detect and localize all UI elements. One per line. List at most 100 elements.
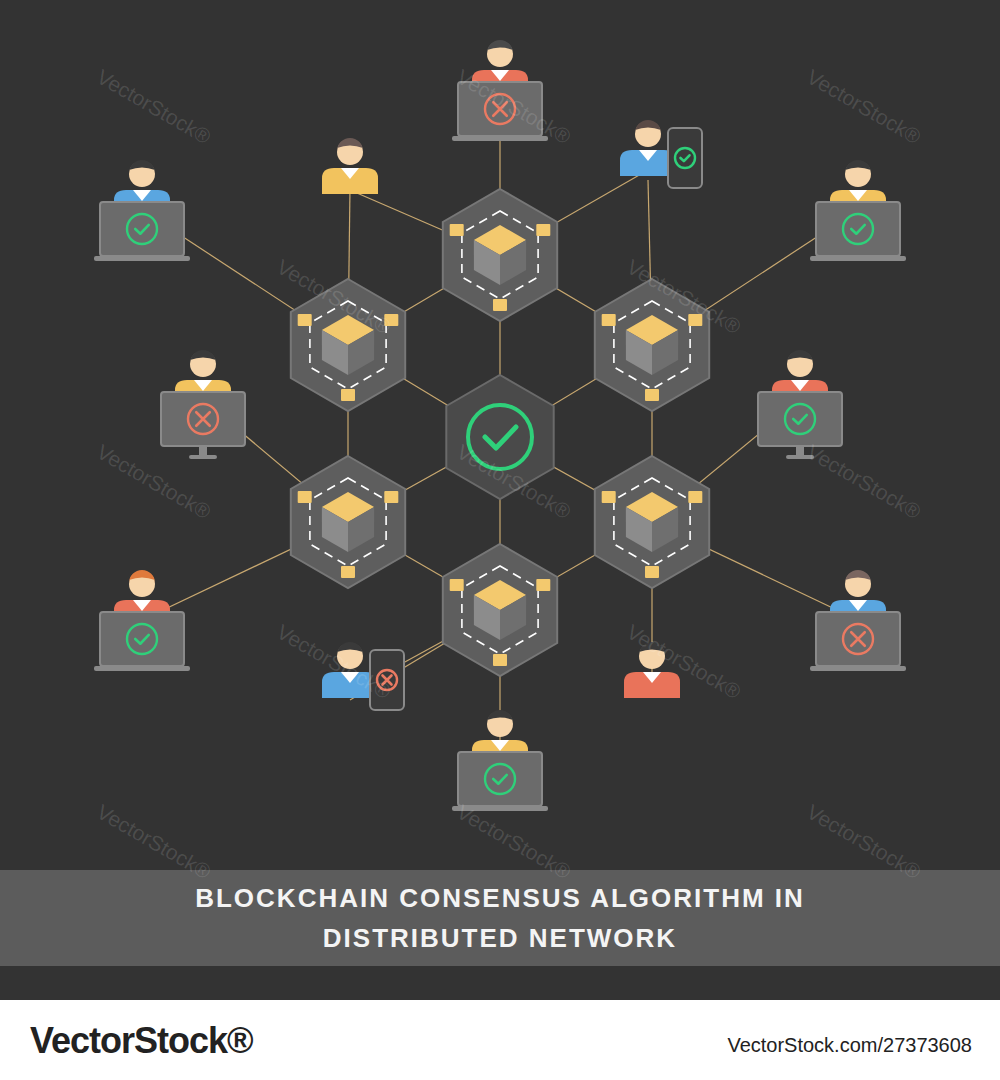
user-head	[129, 571, 155, 597]
monitor-foot	[189, 455, 217, 459]
user-figure	[810, 160, 906, 261]
user-figure	[94, 160, 190, 261]
user-hair	[129, 160, 155, 173]
check-mark	[851, 225, 865, 234]
cube-right	[348, 330, 374, 375]
check-mark	[793, 415, 807, 424]
check-mark	[493, 775, 507, 784]
user-collar	[194, 380, 212, 391]
monitor-stand	[796, 446, 804, 456]
laptop-base	[94, 666, 190, 671]
user-head	[787, 351, 813, 377]
user-hair	[635, 120, 661, 133]
cube-right	[500, 595, 526, 640]
caption-title: BLOCKCHAIN CONSENSUS ALGORITHM IN DISTRI…	[175, 878, 825, 958]
network-lines	[142, 90, 858, 760]
check-mark	[135, 635, 149, 644]
dashed-outline	[614, 478, 690, 566]
cross-circle	[843, 624, 873, 654]
user-collar	[849, 600, 867, 611]
cube-piece	[536, 579, 550, 591]
user-collar	[341, 168, 359, 179]
phone	[668, 128, 702, 188]
user-collar	[133, 600, 151, 611]
dashed-outline	[614, 301, 690, 389]
cube-piece	[493, 299, 507, 311]
image-id: VectorStock.com/27373608	[727, 1034, 972, 1057]
user-hair	[337, 138, 363, 151]
user-hair	[487, 710, 513, 723]
laptop-base	[810, 666, 906, 671]
laptop-base	[94, 256, 190, 261]
cube-piece	[602, 314, 616, 326]
cube-left	[322, 330, 348, 375]
monitor-screen	[161, 392, 245, 446]
cube-piece	[493, 654, 507, 666]
watermark: VectorStock®	[93, 440, 215, 525]
block-hexagon	[291, 456, 405, 588]
user-collar	[643, 672, 661, 683]
check-circle	[843, 214, 873, 244]
cube-piece	[384, 491, 398, 503]
block-cube	[443, 189, 557, 321]
check-mark	[135, 225, 149, 234]
laptop-screen	[100, 202, 184, 256]
check-circle	[485, 764, 515, 794]
dashed-outline	[310, 478, 386, 566]
check-circle	[127, 214, 157, 244]
cross-mark	[196, 412, 210, 426]
laptop-screen	[458, 752, 542, 806]
watermark: VectorStock®	[93, 65, 215, 150]
laptop-base	[452, 136, 548, 141]
laptop-screen	[100, 612, 184, 666]
user-hair	[845, 570, 871, 583]
check-circle	[675, 148, 695, 168]
user-figure	[620, 120, 702, 188]
cube-left	[626, 330, 652, 375]
user-collar	[133, 190, 151, 201]
laptop-screen	[816, 202, 900, 256]
user-hair	[190, 350, 216, 363]
cube-piece	[602, 491, 616, 503]
user-hair	[129, 570, 155, 583]
user-collar	[491, 70, 509, 81]
cube-piece	[450, 579, 464, 591]
laptop-base	[810, 256, 906, 261]
dashed-outline	[462, 211, 538, 299]
cube-left	[626, 507, 652, 552]
user-head	[190, 351, 216, 377]
watermark: VectorStock®	[803, 65, 925, 150]
block-hexagon	[443, 544, 557, 676]
block-hexagon	[443, 189, 557, 321]
check-mark	[485, 427, 516, 448]
cube-right	[500, 240, 526, 285]
cube-right	[652, 330, 678, 375]
user-head	[845, 161, 871, 187]
user-collar	[849, 190, 867, 201]
cube-right	[652, 507, 678, 552]
cube-right	[348, 507, 374, 552]
block-hexagon	[595, 456, 709, 588]
user-figure	[758, 350, 842, 459]
brand-logo: VectorStock®	[30, 1020, 253, 1062]
user-hair	[487, 40, 513, 53]
cube-piece	[688, 491, 702, 503]
watermark: VectorStock®	[803, 440, 925, 525]
cube-piece	[298, 491, 312, 503]
user-shirt	[624, 672, 680, 698]
user-figure	[94, 570, 190, 671]
cube-piece	[341, 566, 355, 578]
block-cube	[291, 456, 405, 588]
user-collar	[491, 740, 509, 751]
block-cube	[443, 544, 557, 676]
cube-left	[322, 507, 348, 552]
check-circle	[785, 404, 815, 434]
user-collar	[639, 150, 657, 161]
cube-piece	[645, 566, 659, 578]
user-head	[129, 161, 155, 187]
user-head	[635, 121, 661, 147]
cube-piece	[450, 224, 464, 236]
user-figure	[322, 138, 378, 194]
cube-left	[474, 595, 500, 640]
monitor-stand	[199, 446, 207, 456]
